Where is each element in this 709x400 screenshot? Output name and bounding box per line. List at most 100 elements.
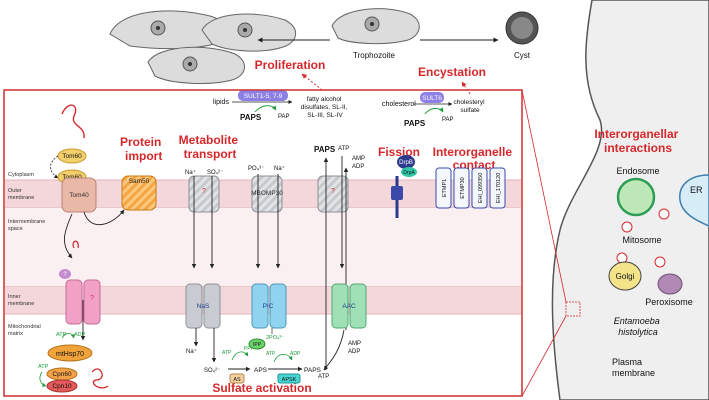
aac-label: AAC: [342, 303, 356, 310]
intermembrane-label: Intermembrane space: [8, 219, 47, 232]
endosome-organelle: [616, 177, 656, 217]
na-in-1: Na⁺: [185, 169, 196, 176]
cpn10-label: Cpn10: [52, 383, 72, 390]
aps-label: APS: [254, 367, 268, 374]
cyst-inner: [511, 17, 533, 39]
fatty-line1: fatty alcohol: [307, 96, 342, 103]
header-encystation: Encystation: [418, 65, 486, 79]
so4-in: SO₄²⁻: [207, 170, 223, 176]
inner-membrane-label: Inner membrane: [8, 294, 34, 307]
mbomp1-question: ?: [202, 188, 206, 195]
drpb-label: DrpB: [399, 160, 413, 166]
drp-anchor: [391, 186, 403, 200]
ims-label-1: Intermembrane: [8, 219, 45, 225]
golgi-organelle: [608, 261, 642, 291]
contact-protein-4: EHI_170120: [489, 167, 506, 209]
species-epithet: histolytica: [618, 327, 658, 337]
nas-transporter-b: [203, 283, 221, 329]
tom40-label: Tom40: [69, 192, 89, 199]
paps-matrix: PAPS: [304, 367, 322, 374]
matrix-label-1: Mitochondrial: [8, 324, 41, 330]
outer-label-2: membrane: [8, 195, 34, 201]
species-genus: Entamoeba: [614, 316, 660, 326]
arrow-tom40-sam50: [83, 209, 125, 225]
golgi-label: Golgi: [616, 272, 635, 281]
matrix-label: Mitochondrial matrix: [8, 324, 42, 337]
cytoplasm-label: Cytoplasm: [8, 172, 34, 178]
dashed-to-encystation: [461, 81, 471, 95]
ipp-enzyme: [248, 338, 266, 350]
tim-question: ?: [90, 295, 94, 302]
tom60-upper-label: Tom60: [62, 153, 82, 160]
drpa-label: DrpA: [403, 170, 415, 176]
sam50-channel: [121, 175, 157, 211]
sult1-label: SULT1-5, 7-9: [244, 93, 283, 100]
header-interorganellar-line1: Interorganellar: [594, 127, 678, 141]
metabolite-line1: Metabolite: [179, 133, 239, 147]
question-ims-protein: [59, 269, 71, 279]
pap-left-label: PAP: [278, 114, 290, 120]
er-organelle: [679, 174, 709, 227]
pap-right-label: PAP: [442, 117, 454, 123]
dashed-tom60-cycle: [50, 155, 59, 179]
contact-protein-4-label: EHI_170120: [496, 173, 502, 204]
lipids-label: lipids: [213, 99, 229, 106]
question-ims-label: ?: [63, 272, 67, 278]
adp-matrix: ADP: [348, 349, 360, 355]
atp-apsk: ATP: [266, 351, 276, 357]
contact-protein-3-label: EHI_099350: [478, 173, 484, 204]
peroxisome-organelle: [657, 273, 683, 295]
er-label: ER: [690, 185, 703, 195]
mitosome-label: Mitosome: [622, 235, 661, 245]
as-label: AS: [233, 377, 241, 383]
nas-label: NaS: [197, 303, 210, 310]
fatty-line3: SL-III, SL-IV: [307, 112, 343, 119]
amp-out: AMP: [352, 156, 365, 162]
apsk-label: APSK: [282, 377, 297, 383]
apsk-atp-curve: [273, 353, 293, 363]
apsk-enzyme: [277, 373, 301, 384]
mitosome-frame: [3, 89, 523, 397]
cholesteryl-sulfate-label: cholesteryl sulfate: [454, 99, 487, 114]
aac-transporter-b: [349, 283, 367, 329]
sam50-label: Sam50: [129, 178, 150, 185]
mbomp30-label: MBOMP30: [251, 190, 283, 197]
tom40-channel: [61, 177, 97, 213]
header-proliferation: Proliferation: [255, 58, 326, 72]
header-sulfate-activation: Sulfate activation: [212, 381, 311, 395]
po4-in: PO₄³⁻: [248, 166, 264, 172]
header-metabolite-transport: Metabolite transport: [179, 133, 242, 161]
endosome-label: Endosome: [616, 166, 659, 176]
sult6-label: SULT6: [422, 95, 442, 102]
contact-protein-2-label: ETMP30: [460, 177, 466, 198]
contact-protein-1: ETMP1: [435, 167, 452, 209]
zoom-source-box: [565, 301, 581, 317]
chol-sulfate-line1: cholesteryl: [454, 99, 486, 106]
pic-transporter-b: [269, 283, 287, 329]
trophozoite-label: Trophozoite: [353, 51, 396, 60]
atp-cpn: ATP: [38, 364, 49, 370]
atp-matrix: ATP: [318, 374, 329, 380]
arrow-atp-matrix: [323, 329, 345, 371]
metabolite-line2: transport: [184, 147, 237, 161]
cholesterol-label: cholesterol: [382, 101, 416, 108]
mbomp-channel-3: ?: [317, 175, 349, 213]
paps-curve-right: [424, 107, 444, 115]
na-in-2: Na⁺: [274, 165, 285, 172]
header-interorganellar: Interorganellar interactions: [594, 127, 681, 155]
na-matrix: Na⁺: [186, 348, 197, 355]
mitosome-vesicle-d: [654, 256, 666, 268]
header-interorganellar-line2: interactions: [604, 141, 672, 155]
contact-protein-1-label: ETMP1: [442, 179, 448, 197]
cyst-label: Cyst: [514, 51, 531, 60]
ppi-as: PPi: [244, 346, 252, 352]
arrow-tom40-down: [64, 213, 73, 259]
plasma-membrane-line2: membrane: [612, 368, 655, 378]
peroxisome-label: Peroxisome: [645, 297, 693, 307]
header-fission: Fission: [378, 145, 420, 159]
drpb-protein: [397, 155, 415, 169]
fatty-line2: disulfates, SL-II,: [301, 104, 348, 111]
cpn60-label: Cpn60: [52, 371, 72, 378]
plasma-membrane-label: Plasma membrane: [612, 357, 655, 378]
